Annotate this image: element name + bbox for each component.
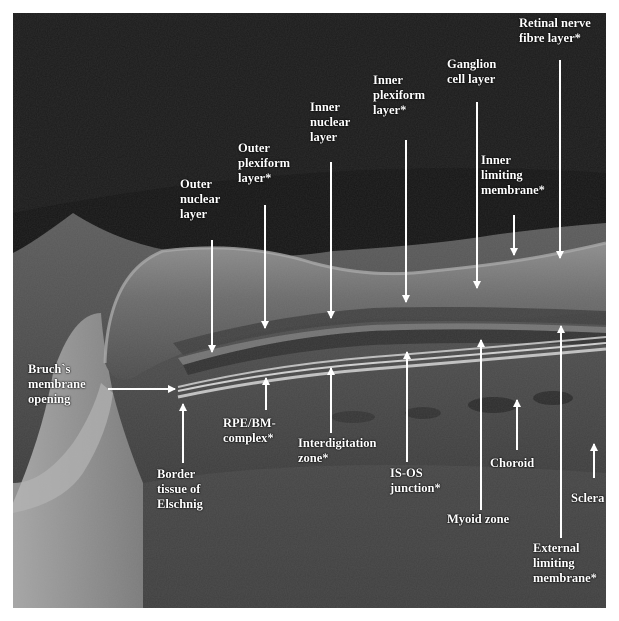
label-border-tissue-of-elschnig: Border tissue of Elschnig <box>157 467 203 512</box>
label-inner-plexiform-layer: Inner plexiform layer* <box>373 73 425 118</box>
label-outer-plexiform-layer: Outer plexiform layer* <box>238 141 290 186</box>
label-is-os-junction: IS-OS junction* <box>390 466 441 496</box>
label-ganglion-cell-layer: Ganglion cell layer <box>447 57 496 87</box>
label-inner-nuclear-layer: Inner nuclear layer <box>310 100 350 145</box>
label-retinal-nerve-fibre-layer: Retinal nerve fibre layer* <box>519 16 591 46</box>
label-rpe-bm-complex: RPE/BM- complex* <box>223 416 276 446</box>
label-outer-nuclear-layer: Outer nuclear layer <box>180 177 220 222</box>
label-sclera: Sclera <box>571 491 604 506</box>
label-external-limiting-membrane: External limiting membrane* <box>533 541 597 586</box>
label-interdigitation-zone: Interdigitation zone* <box>298 436 376 466</box>
label-bruchs-membrane-opening: Bruch`s membrane opening <box>28 362 86 407</box>
label-myoid-zone: Myoid zone <box>447 512 509 527</box>
label-inner-limiting-membrane: Inner limiting membrane* <box>481 153 545 198</box>
label-choroid: Choroid <box>490 456 534 471</box>
